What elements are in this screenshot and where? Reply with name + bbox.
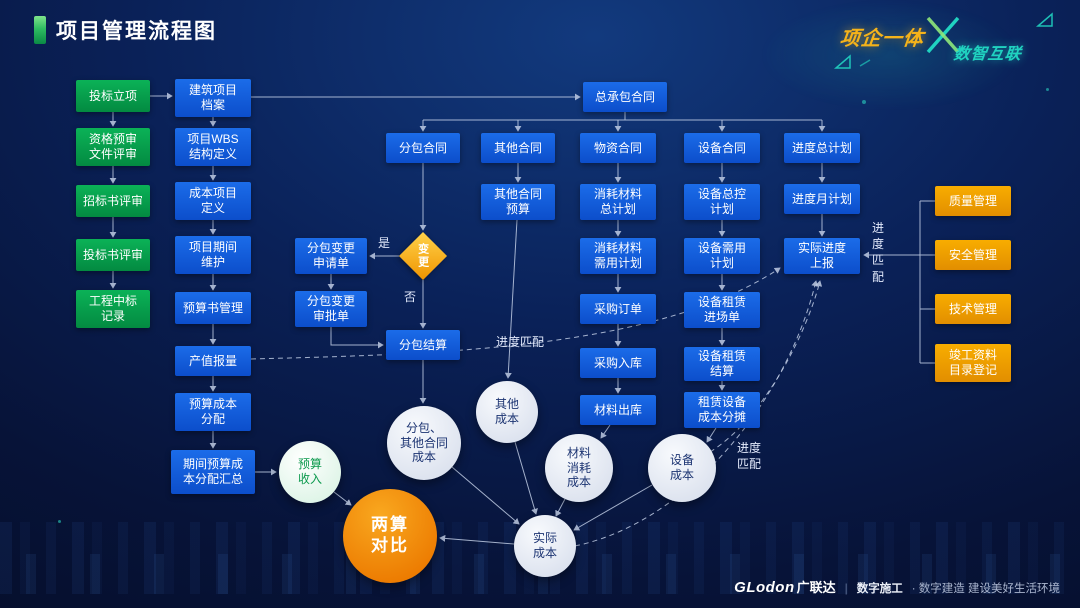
node-tender-review: 招标书评审 [76,185,150,217]
label-no: 否 [404,290,417,304]
node-outbound: 材料出库 [580,395,656,425]
node-material-cost: 材料 消耗 成本 [545,434,613,502]
node-change-req: 分包变更 申请单 [295,238,367,274]
node-schedule-total: 进度总计划 [784,133,860,163]
title-accent-icon [34,16,46,44]
node-equip-cost: 设备 成本 [648,434,716,502]
label-progress-match-2: 进度 匹配 [737,441,762,471]
logo-text-right: 数智互联 [952,46,1023,63]
node-other-budget: 其他合同 预算 [481,184,555,220]
bokeh-dot [1046,88,1049,91]
node-change-appr: 分包变更 审批单 [295,291,367,327]
node-inbound: 采购入库 [580,348,656,378]
bokeh-dot [58,520,61,523]
logo-decoration [833,12,1053,69]
brand-logo: 项企一体 数智互联 [830,10,1064,76]
node-eq-settle: 设备租赁 结算 [684,347,760,381]
node-comparison: 两算 对比 [343,489,437,583]
node-quality: 质量管理 [935,186,1011,216]
footer-tagline-rest: · 数字建造 建设美好生活环境 [911,583,1060,595]
node-sub-settle: 分包结算 [386,330,460,360]
node-output: 产值报量 [175,346,251,376]
node-bid-review: 投标书评审 [76,239,150,271]
decision-diamond-change: 变 更 [398,231,448,281]
footer-separator: | [844,581,848,595]
node-po: 采购订单 [580,294,656,324]
node-period-sum: 期间预算成 本分配汇总 [171,450,255,494]
node-tech: 技术管理 [935,294,1011,324]
node-completion: 竣工资料 目录登记 [935,344,1011,382]
node-safety: 安全管理 [935,240,1011,270]
node-period: 项目期间 维护 [175,236,251,274]
decision-diamond-label: 变 更 [417,243,429,268]
node-eq-entry: 设备租赁 进场单 [684,292,760,328]
footer: GLodon 广联达 | 数字施工 · 数字建造 建设美好生活环境 [734,577,1060,596]
node-sub-other-cost: 分包、 其他合同 成本 [387,406,461,480]
label-progress-match-vertical: 进 度 匹 配 [872,221,885,284]
node-cost-def: 成本项目 定义 [175,182,251,220]
node-sub-contract: 分包合同 [386,133,460,163]
node-bid-init: 投标立项 [76,80,150,112]
node-equipment-contract: 设备合同 [684,133,760,163]
node-actual-cost: 实际 成本 [514,515,576,577]
label-yes: 是 [378,236,391,250]
node-prequal: 资格预审 文件评审 [76,128,150,166]
node-eq-need: 设备需用 计划 [684,238,760,274]
node-material-contract: 物资合同 [580,133,656,163]
node-archive: 建筑项目 档案 [175,79,251,117]
node-eq-total: 设备总控 计划 [684,184,760,220]
node-mat-need: 消耗材料 需用计划 [580,238,656,274]
node-budget-alloc: 预算成本 分配 [175,393,251,431]
node-general-contract: 总承包合同 [583,82,667,112]
footer-tagline-strong: 数字施工 [856,583,903,595]
page-title: 项目管理流程图 [56,20,217,43]
node-mat-total: 消耗材料 总计划 [580,184,656,220]
bokeh-dot [862,100,866,104]
footer-brand-en: GLodon [734,579,795,596]
node-other-contract: 其他合同 [481,133,555,163]
node-wbs: 项目WBS 结构定义 [175,128,251,166]
node-budget-income: 预算 收入 [279,441,341,503]
node-award: 工程中标 记录 [76,290,150,328]
label-progress-match: 进度匹配 [496,335,545,349]
node-actual-prog: 实际进度 上报 [784,238,860,274]
title-bar: 项目管理流程图 [34,15,217,45]
footer-brand-cn: 广联达 [796,580,836,595]
node-sched-month: 进度月计划 [784,184,860,214]
node-other-cost: 其他 成本 [476,381,538,443]
node-budget-book: 预算书管理 [175,292,251,324]
node-lease-alloc: 租赁设备 成本分摊 [684,392,760,428]
logo-text-left: 项企一体 [838,28,925,50]
